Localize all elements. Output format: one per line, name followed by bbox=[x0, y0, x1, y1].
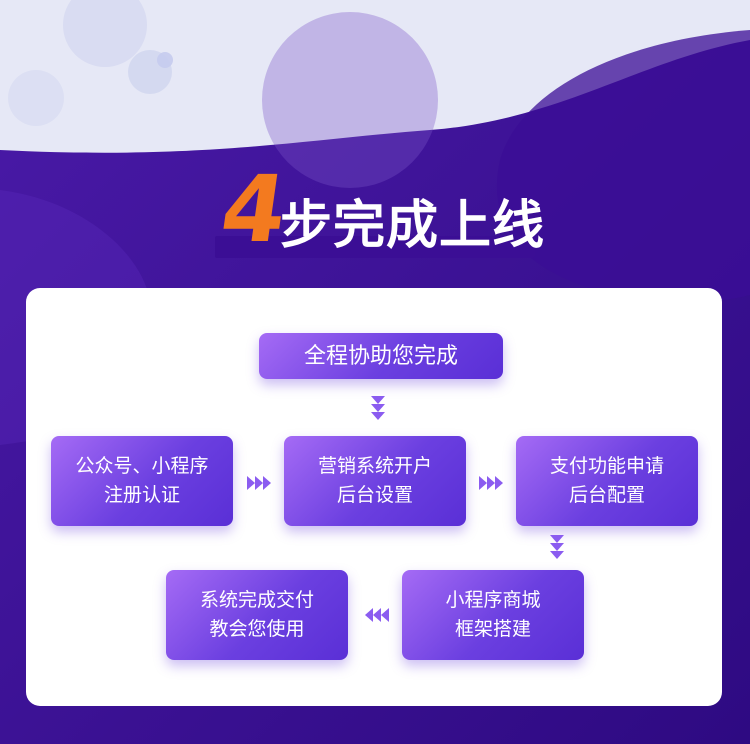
headline-text: 步完成上线 bbox=[280, 196, 546, 256]
arrow-down-icon bbox=[548, 533, 566, 563]
step-line1: 小程序商城 bbox=[445, 589, 541, 611]
arrow-right-icon bbox=[245, 474, 275, 492]
step-line1: 营销系统开户 bbox=[317, 455, 432, 477]
step-label: 全程协助您完成 bbox=[303, 343, 458, 369]
headline-underline bbox=[215, 236, 535, 258]
step-line2: 后台配置 bbox=[568, 484, 645, 506]
step-line2: 注册认证 bbox=[103, 484, 180, 506]
step-line1: 系统完成交付 bbox=[199, 589, 314, 611]
arrow-down-icon bbox=[369, 394, 387, 424]
step-payment: 支付功能申请 后台配置 bbox=[516, 436, 698, 526]
step-full-assistance: 全程协助您完成 bbox=[259, 333, 503, 379]
step-line1: 公众号、小程序 bbox=[75, 455, 209, 477]
step-delivery: 系统完成交付 教会您使用 bbox=[166, 570, 348, 660]
step-register: 公众号、小程序 注册认证 bbox=[51, 436, 233, 526]
step-mall-framework: 小程序商城 框架搭建 bbox=[402, 570, 584, 660]
arrow-left-icon bbox=[361, 606, 391, 624]
step-account-setup: 营销系统开户 后台设置 bbox=[284, 436, 466, 526]
step-line2: 框架搭建 bbox=[454, 618, 531, 640]
step-line2: 后台设置 bbox=[336, 484, 413, 506]
step-line2: 教会您使用 bbox=[209, 618, 305, 640]
step-line1: 支付功能申请 bbox=[549, 455, 664, 477]
arrow-right-icon bbox=[477, 474, 507, 492]
